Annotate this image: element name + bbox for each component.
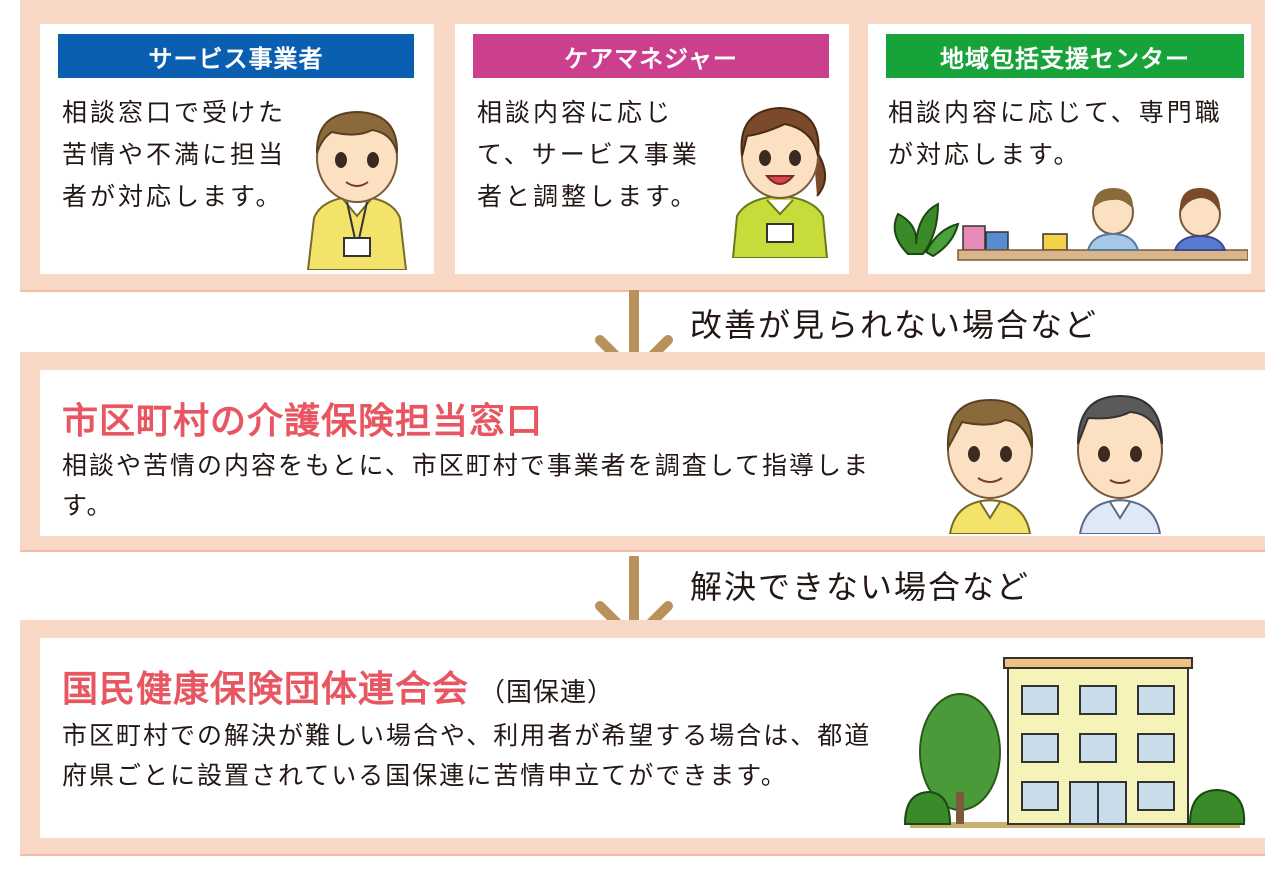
arrow-label-no-improvement: 改善が見られない場合など	[690, 306, 1099, 344]
provider-band: サービス事業者 相談窓口で受けた苦情や不満に担当者が対応します。 ケアマネジャー…	[20, 0, 1265, 292]
kokuho-title: 国民健康保険団体連合会	[62, 669, 470, 710]
support-center-tag: 地域包括支援センター	[886, 34, 1244, 78]
care-manager-card: ケアマネジャー 相談内容に応じて、サービス事業者と調整します。	[455, 24, 849, 274]
support-center-counter-illustration	[893, 188, 1248, 261]
arrow-label-unresolved: 解決できない場合など	[690, 568, 1031, 606]
kokuho-text: 市区町村での解決が難しい場合や、利用者が希望する場合は、都道府県ごとに設置されて…	[62, 721, 872, 790]
care-manager-tag: ケアマネジャー	[473, 34, 829, 78]
staff-man-illustration	[306, 110, 408, 270]
building-with-trees-illustration	[903, 657, 1246, 828]
kokuho-subtitle: （国保連）	[479, 678, 615, 708]
service-provider-text: 相談窓口で受けた苦情や不満に担当者が対応します。	[62, 98, 287, 211]
municipal-text: 相談や苦情の内容をもとに、市区町村で事業者を調査して指導します。	[62, 451, 871, 520]
kokuho-panel: 国民健康保険団体連合会 （国保連） 市区町村での解決が難しい場合や、利用者が希望す…	[40, 638, 1265, 838]
municipal-staff-illustration	[946, 394, 1163, 534]
care-manager-text: 相談内容に応じて、サービス事業者と調整します。	[477, 98, 700, 211]
municipal-panel: 市区町村の介護保険担当窓口 相談や苦情の内容をもとに、市区町村で事業者を調査して…	[40, 370, 1265, 536]
support-center-card: 地域包括支援センター 相談内容に応じて、専門職が対応します。	[868, 24, 1251, 274]
service-provider-card: サービス事業者 相談窓口で受けた苦情や不満に担当者が対応します。	[40, 24, 434, 274]
kokuho-band: 国民健康保険団体連合会 （国保連） 市区町村での解決が難しい場合や、利用者が希望す…	[20, 620, 1265, 856]
care-manager-woman-illustration	[731, 106, 829, 258]
municipal-band: 市区町村の介護保険担当窓口 相談や苦情の内容をもとに、市区町村で事業者を調査して…	[20, 352, 1265, 552]
service-provider-tag: サービス事業者	[58, 34, 414, 78]
kokuho-heading: 国民健康保険団体連合会 （国保連）	[62, 660, 614, 712]
support-center-text: 相談内容に応じて、専門職が対応します。	[888, 98, 1223, 169]
municipal-heading: 市区町村の介護保険担当窓口	[62, 401, 544, 442]
